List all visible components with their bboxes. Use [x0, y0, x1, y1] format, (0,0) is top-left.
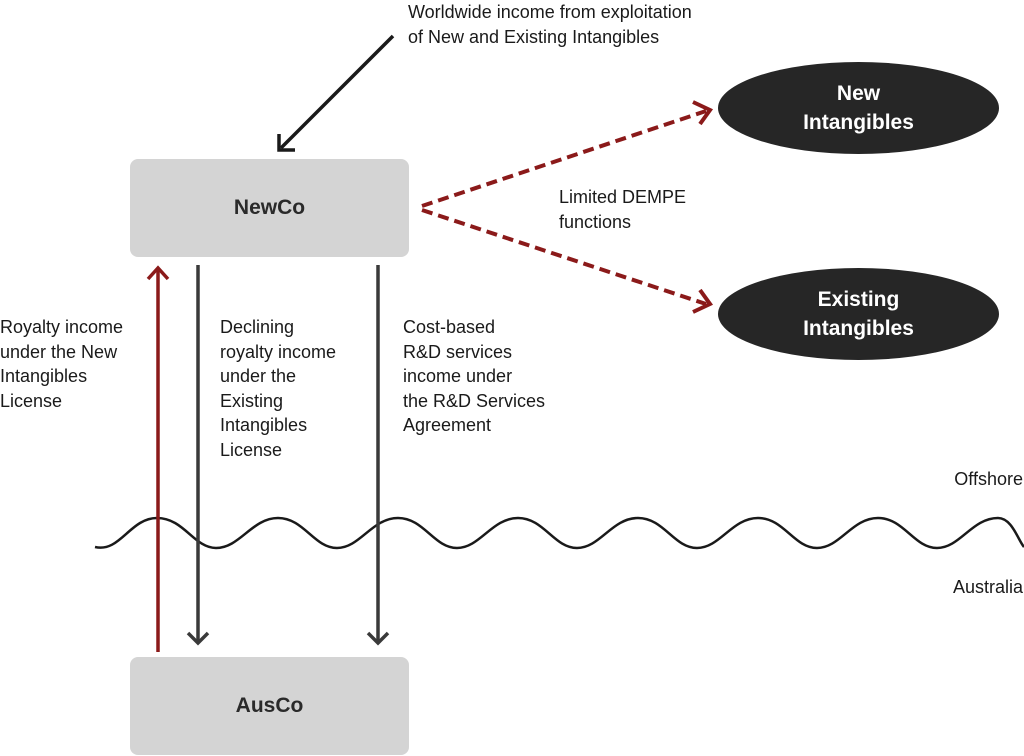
royalty-new-line-3: Intangibles — [0, 366, 88, 386]
income-arrow-head — [277, 134, 295, 152]
australia-label: Australia — [952, 577, 1023, 597]
royalty-new-line-2: under the New — [0, 341, 118, 362]
existing-intangibles-line-1: Existing — [817, 288, 900, 311]
top-note-line-2: of New and Existing Intangibles — [408, 26, 660, 47]
dempe-label: Limited DEMPE functions — [559, 185, 686, 234]
newco-label: NewCo — [233, 196, 306, 219]
top-note: Worldwide income from exploitation of Ne… — [408, 0, 692, 49]
dempe-arrow-existing-head — [692, 288, 714, 314]
new-intangibles-line-1: New — [836, 82, 881, 105]
dempe-line-1: Limited DEMPE — [559, 187, 687, 207]
royalty-existing-line-2: royalty income — [220, 341, 337, 362]
dempe-line-2: functions — [559, 211, 632, 232]
royalty-existing-line-3: under the — [220, 366, 297, 386]
rd-services-line-4: the R&D Services — [403, 390, 546, 411]
offshore-label: Offshore — [954, 469, 1023, 489]
ausco-box: AusCo — [130, 657, 409, 755]
royalty-new-arrow-head — [146, 265, 170, 281]
new-intangibles-line-2: Intangibles — [803, 111, 914, 134]
royalty-existing-line-6: License — [220, 439, 283, 460]
royalty-new-line-1: Royalty income — [0, 317, 124, 337]
rd-services-arrow-head — [366, 631, 390, 646]
rd-services-label: Cost-based R&D services income under the… — [403, 315, 545, 438]
newco-box: NewCo — [130, 159, 409, 257]
royalty-existing-line-1: Declining — [220, 317, 295, 337]
existing-intangibles-ellipse: Existing Intangibles — [718, 268, 999, 360]
royalty-new-line-4: License — [0, 390, 63, 411]
new-intangibles-ellipse: New Intangibles — [718, 62, 999, 154]
rd-services-line-3: income under — [403, 366, 513, 386]
royalty-new-label: Royalty income under the New Intangibles… — [0, 315, 123, 413]
top-note-line-1: Worldwide income from exploitation — [408, 2, 692, 22]
rd-services-line-1: Cost-based — [403, 317, 496, 337]
income-arrow-line — [279, 34, 395, 150]
rd-services-line-2: R&D services — [403, 341, 513, 362]
royalty-existing-line-5: Intangibles — [220, 415, 308, 435]
rd-services-line-5: Agreement — [403, 415, 492, 435]
border-wave — [94, 516, 1024, 550]
dempe-arrow-new-head — [692, 100, 714, 126]
royalty-existing-line-4: Existing — [220, 390, 284, 411]
royalty-existing-label: Declining royalty income under the Exist… — [220, 315, 336, 462]
ausco-label: AusCo — [235, 694, 304, 717]
existing-intangibles-line-2: Intangibles — [803, 317, 914, 340]
royalty-existing-arrow-head — [186, 631, 210, 646]
